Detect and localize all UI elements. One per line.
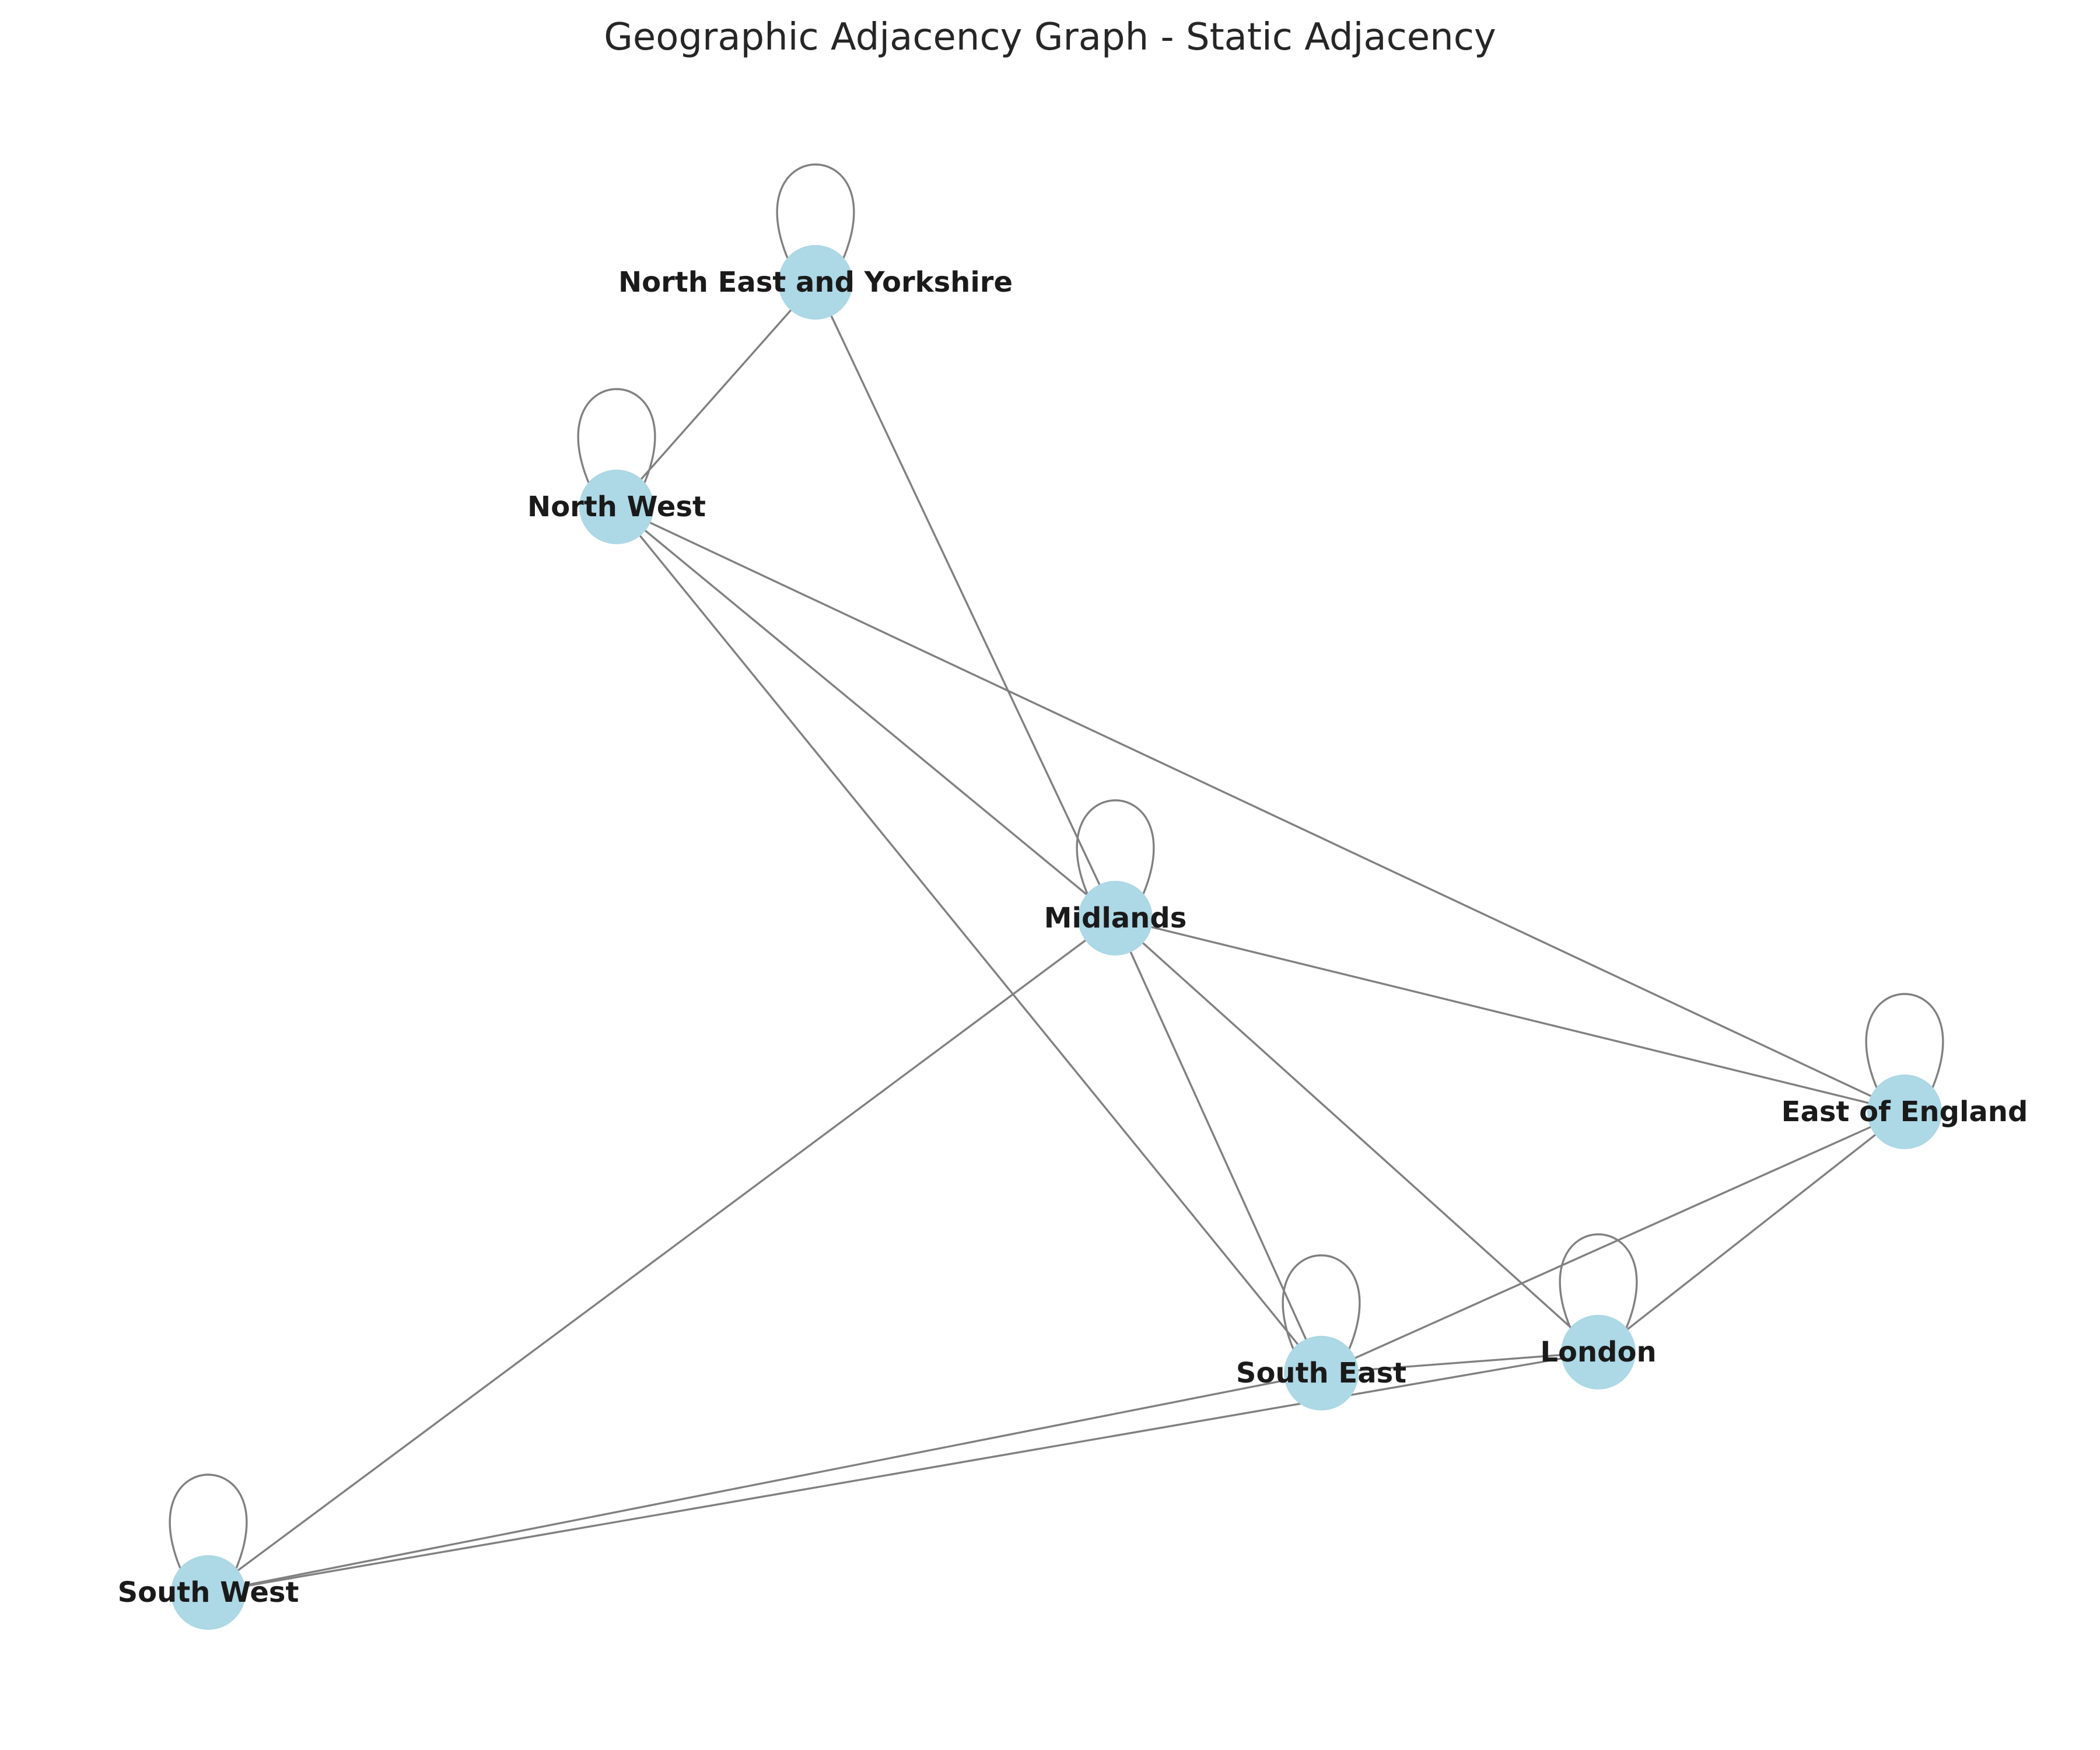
node-ney: [778, 245, 853, 320]
node-label-mid: Midlands: [1044, 902, 1187, 935]
edge-eoe-se: [1321, 1111, 1905, 1374]
node-label-nw: North West: [527, 491, 706, 523]
node-eoe: [1867, 1074, 1942, 1149]
node-se: [1284, 1336, 1359, 1410]
edge-nw-eoe: [616, 506, 1905, 1113]
self-loop-edge-ney: [776, 163, 855, 267]
node-label-se: South East: [1236, 1357, 1406, 1390]
edge-eoe-lon: [1597, 1111, 1906, 1353]
self-loop-edge-mid: [1076, 799, 1155, 902]
node-sw: [171, 1555, 246, 1630]
node-mid: [1078, 881, 1153, 956]
edges-layer: [169, 163, 1944, 1594]
self-loop-edge-nw: [577, 388, 656, 491]
node-label-ney: North East and Yorkshire: [618, 266, 1013, 299]
edge-nw-se: [615, 506, 1322, 1374]
self-loop-edge-se: [1282, 1254, 1361, 1357]
edge-se-lon: [1321, 1351, 1599, 1374]
edge-mid-eoe: [1115, 917, 1905, 1113]
edge-mid-se: [1114, 918, 1322, 1374]
node-nw: [579, 470, 654, 544]
self-loop-edge-eoe: [1865, 993, 1944, 1096]
edge-lon-sw: [208, 1351, 1599, 1594]
edge-ney-mid: [814, 282, 1116, 919]
self-loop-edge-sw: [169, 1474, 248, 1577]
node-label-lon: London: [1540, 1336, 1656, 1368]
edge-mid-lon: [1114, 917, 1600, 1353]
node-label-eoe: East of England: [1782, 1096, 2028, 1128]
edge-ney-nw: [615, 281, 817, 508]
self-loop-edge-lon: [1559, 1233, 1638, 1336]
edge-mid-sw: [207, 917, 1116, 1594]
edge-se-sw: [208, 1372, 1322, 1594]
graph-title: Geographic Adjacency Graph - Static Adja…: [604, 16, 1496, 59]
node-lon: [1561, 1315, 1636, 1390]
edge-nw-mid: [615, 506, 1116, 919]
node-label-sw: South West: [118, 1576, 299, 1609]
nodes-layer: [171, 245, 1942, 1630]
